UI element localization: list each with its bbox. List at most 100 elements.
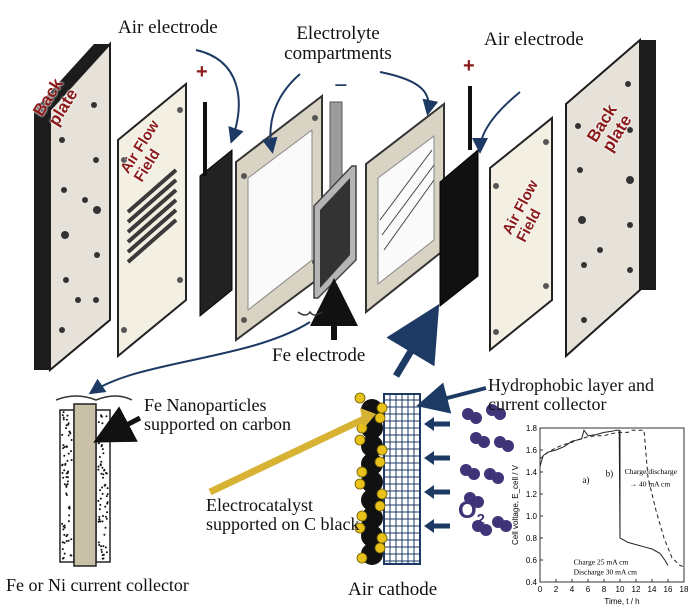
catalyst-particle [356, 510, 368, 522]
electrolyte-arrow-right [379, 71, 439, 116]
hydrophobic-layer-label: Hydrophobic layer and current collector [488, 375, 654, 414]
fe-nanoparticle-dot [106, 493, 109, 496]
fe-nanoparticle-dot [97, 435, 100, 438]
fe-nanoparticle-dot [99, 503, 102, 506]
y-tick-label: 0.6 [526, 556, 538, 565]
fe-nanoparticle-dot [102, 553, 105, 556]
carbon-black-particle [361, 507, 383, 529]
annotation-charge-discharge: Charge/discharge [625, 467, 678, 476]
fe-nanoparticle-dot [105, 517, 108, 520]
x-tick-label: 8 [602, 585, 607, 594]
o2-arrow-head [424, 519, 434, 533]
catalyst-particle [374, 456, 386, 468]
fe-nanoparticle-dot [63, 526, 66, 529]
fe-nanoparticle-dot [70, 459, 73, 462]
fe-nanoparticle-dot [65, 485, 68, 488]
x-tick-label: 18 [680, 585, 689, 594]
series-line-a [539, 429, 669, 566]
fe-nanoparticle-dot [69, 554, 72, 557]
o2-label: O2 [458, 497, 486, 528]
fe-nanoparticle-dot [66, 414, 69, 417]
catalyst-particle [354, 522, 366, 534]
fe-nanoparticle-dot [63, 469, 66, 472]
air-cathode-label: Air cathode [348, 579, 438, 600]
y-tick-label: 1.2 [526, 490, 538, 499]
air-cathode-pointer [386, 303, 440, 378]
x-tick-label: 14 [648, 585, 657, 594]
fe-nanoparticle-dot [61, 541, 64, 544]
o2-molecule [480, 524, 492, 536]
x-tick-label: 4 [570, 585, 575, 594]
panel-label-a: a) [582, 475, 589, 485]
fe-nanoparticle-dot [97, 520, 100, 523]
air-electrode-left-sheet [199, 148, 233, 318]
fe-nanoparticle-dot [65, 494, 68, 496]
fe-nanoparticle-dot [61, 414, 64, 417]
y-tick-label: 1.4 [526, 468, 538, 477]
fe-nanoparticle-dot [62, 444, 65, 447]
y-tick-label: 1.6 [526, 446, 538, 455]
fe-nanoparticle-dot [98, 508, 101, 511]
back-plate-left [34, 41, 111, 373]
fe-nanoparticle-dot [61, 522, 64, 525]
air-electrode-right-label: Air electrode [484, 29, 584, 50]
o2-molecule [502, 440, 514, 452]
fe-ni-collector-label: Fe or Ni current collector [6, 575, 189, 595]
fe-nanoparticle-dot [102, 452, 105, 455]
fe-nanoparticle-dot [100, 415, 103, 418]
fe-nanoparticle-dot [65, 418, 68, 421]
fe-nanoparticle-dot [63, 446, 66, 448]
fe-nanoparticle-dot [101, 422, 104, 425]
fe-nanoparticle-dot [106, 487, 109, 490]
o2-molecule [468, 468, 480, 480]
fe-nanoparticle-dot [101, 520, 104, 523]
fe-nanoparticle-dot [65, 427, 67, 430]
fe-nanoparticle-dot [105, 415, 108, 418]
o2-arrow-head [424, 417, 434, 431]
fe-nanoparticle-dot [66, 459, 69, 462]
catalyst-particle [356, 552, 368, 564]
plus-right-sign: + [463, 55, 475, 77]
fe-nanoparticle-dot [101, 486, 103, 489]
fe-nanoparticle-dot [62, 528, 65, 531]
fe-nanoparticle-dot [99, 520, 102, 523]
electrocatalyst-pointer [208, 414, 368, 496]
fe-nanoparticle-dot [61, 433, 64, 436]
o2-molecules [460, 404, 514, 536]
fe-nanoparticle-dot [103, 469, 105, 472]
fe-nanoparticle-dot [100, 548, 103, 551]
fe-nanoparticle-dot [67, 422, 70, 425]
carbon-black-particle [361, 525, 383, 547]
fe-nanoparticle-dot [104, 546, 107, 549]
fe-nanoparticle-dot [61, 557, 64, 560]
fe-nanoparticle-dot [97, 465, 100, 468]
electrocatalyst-pointer-head [360, 408, 376, 428]
catalyst-particle [374, 412, 386, 424]
o2-molecule [492, 472, 504, 484]
air-electrode-left-arrow [195, 49, 244, 144]
series-line-b [539, 429, 685, 568]
fe-nanoparticle-dot [66, 480, 69, 483]
air-cathode-detail [354, 392, 421, 565]
catalyst-particle [376, 488, 388, 500]
fe-nanoparticle-dot [98, 515, 101, 518]
fe-nanoparticle-dot [67, 539, 70, 542]
fe-nanoparticle-dot [66, 533, 69, 536]
y-tick-label: 0.4 [526, 578, 538, 587]
fe-nanoparticle-dot [99, 463, 102, 466]
fe-nanoparticle-dot [63, 552, 66, 555]
fe-nanoparticle-dot [100, 445, 103, 448]
fe-electrode [313, 101, 357, 299]
fe-nanoparticle-dot [104, 505, 107, 508]
y-axis-label: Cell voltage, E_cell / V [511, 464, 520, 545]
fe-nanoparticle-dot [65, 540, 68, 543]
fe-nanoparticle-dot [98, 518, 101, 521]
fe-nanoparticle-dot [98, 544, 101, 546]
annotation-40ma: → 40 mA cm [630, 479, 671, 488]
fe-nanoparticle-dot [104, 483, 107, 486]
electrocatalyst-label: Electrocatalyst supported on C black [206, 495, 360, 534]
fe-nanoparticle-dot [61, 463, 64, 466]
o2-molecule [472, 496, 484, 508]
fe-nanoparticle-dot [70, 538, 73, 541]
